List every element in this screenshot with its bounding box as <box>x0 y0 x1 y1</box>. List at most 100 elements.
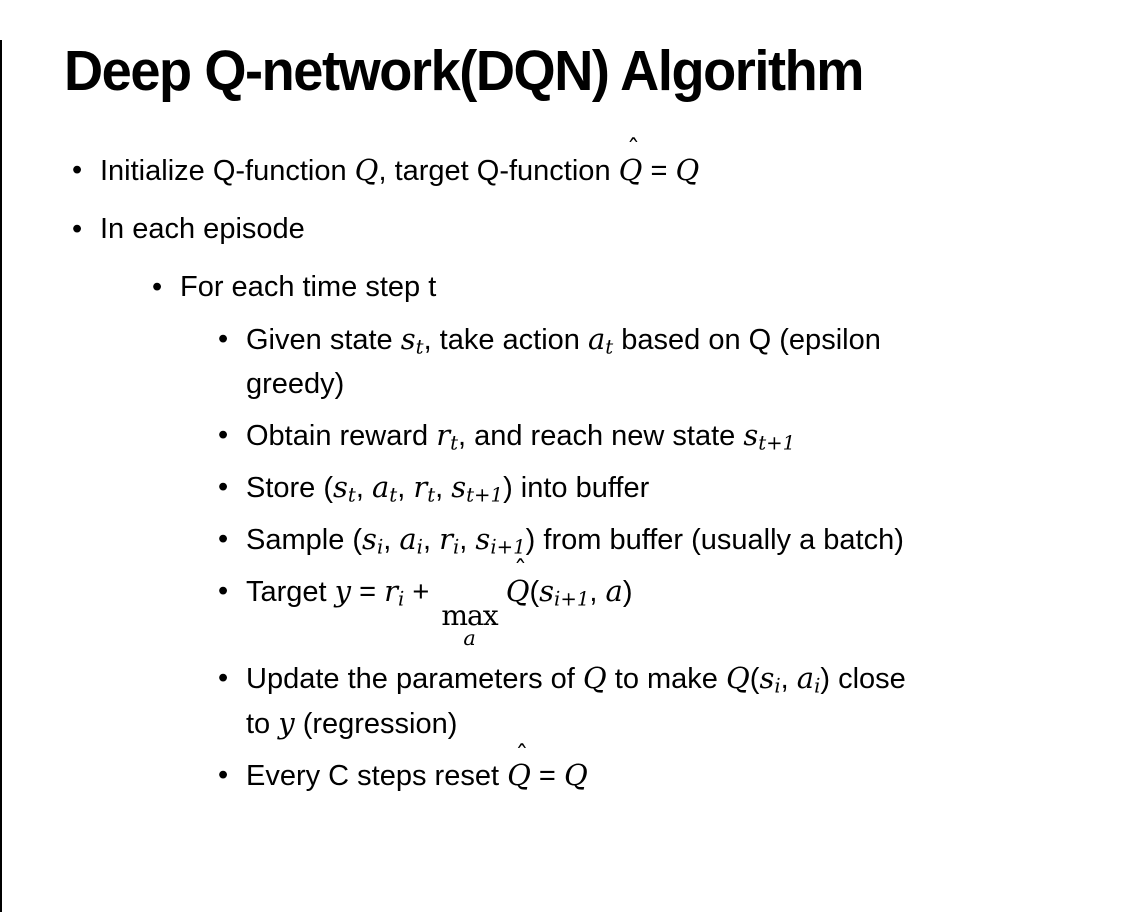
bullet-text: Initialize Q-function Q, target Q-functi… <box>100 135 1114 193</box>
bullet-item-level-3: • Sample (si, ai, ri, si+1) from buffer (… <box>218 517 1114 562</box>
bullet-icon: • <box>218 418 229 451</box>
subscript: t+1 <box>466 483 504 507</box>
max-operator-subscript: a <box>463 626 476 651</box>
text-segment: In each episode <box>100 212 305 245</box>
bullet-icon: • <box>218 522 229 555</box>
math-variable-subscript: rt <box>436 417 458 455</box>
math-variable: Q <box>725 661 750 696</box>
math-variable-subscript: si+1 <box>539 573 590 611</box>
text-segment: = <box>530 760 564 793</box>
math-variable-subscript: at <box>371 469 398 507</box>
text-segment: , <box>589 575 606 608</box>
hat-accent-icon: ˆ <box>515 740 529 771</box>
text-segment: , <box>355 471 372 504</box>
text-segment: based on Q (epsilon <box>613 323 881 356</box>
text-segment: ) into buffer <box>503 471 650 504</box>
text-segment: ) close <box>820 663 906 696</box>
bullet-icon: • <box>218 322 229 355</box>
slide-title: Deep Q-network(DQN) Algorithm <box>64 39 864 103</box>
text-segment: = <box>642 154 676 187</box>
text-segment: greedy) <box>246 367 345 400</box>
bullet-text: For each time step t <box>180 265 1114 309</box>
subscript: t <box>415 335 424 359</box>
bullet-item-level-1: •Initialize Q-function Q, target Q-funct… <box>72 135 1114 193</box>
bullet-item-level-1: •In each episode <box>72 207 1114 251</box>
text-segment: Sample ( <box>246 523 363 556</box>
math-variable-subscript: ri <box>439 521 460 559</box>
math-variable-subscript: si <box>362 521 384 559</box>
math-variable: Q <box>563 758 588 793</box>
bullet-item-level-2: • For each time step t <box>152 265 1114 309</box>
text-segment: Store ( <box>246 471 334 504</box>
text-segment: , <box>422 523 440 556</box>
text-segment: Update the parameters of <box>246 663 583 696</box>
bullet-item-level-3: •Store (st, at, rt, st+1) into buffer <box>218 465 1114 510</box>
text-segment: Target <box>246 575 335 608</box>
subscript: t <box>389 483 398 507</box>
hat-accent-icon: ˆ <box>626 135 640 166</box>
text-segment: (regression) <box>294 708 458 741</box>
bullet-text: Sample (si, ai, ri, si+1) from buffer (u… <box>246 517 1114 562</box>
bullet-item-level-3: • Obtain reward rt, and reach new state s… <box>218 413 1114 458</box>
math-variable: Q <box>354 152 379 187</box>
bullet-icon: • <box>72 153 83 186</box>
text-segment: Initialize Q-function <box>100 154 355 187</box>
text-segment: , target Q-function <box>378 154 619 187</box>
text-segment: For each time step t <box>180 270 437 303</box>
bullet-icon: • <box>218 759 229 792</box>
math-variable: a <box>605 573 623 608</box>
slide: Deep Q-network(DQN) Algorithm • Initializ… <box>0 39 1124 912</box>
math-variable-subscript: ai <box>796 661 821 698</box>
math-variable-subscript: st+1 <box>743 417 796 455</box>
text-segment: = <box>351 575 385 608</box>
subscript: t <box>347 483 356 507</box>
bullet-icon: • <box>218 574 229 607</box>
math-variable-subscript: st <box>333 469 356 507</box>
bullet-icon: • <box>218 662 229 695</box>
text-segment: ) <box>622 575 633 608</box>
subscript: i <box>452 535 460 559</box>
text-segment: , <box>397 471 414 504</box>
max-operator-name: max <box>441 598 498 632</box>
text-segment: , and reach new state <box>458 419 744 452</box>
text-segment: Every C steps reset <box>246 760 508 793</box>
subscript: i <box>398 587 405 611</box>
subscript: t <box>427 483 436 507</box>
bullet-icon: • <box>152 270 163 303</box>
subscript: i <box>774 674 781 698</box>
text-segment: ( <box>749 663 760 696</box>
math-variable-subscript: rt <box>413 469 436 507</box>
text-segment: , take action <box>423 323 588 356</box>
math-variable-subscript: at <box>588 321 614 359</box>
subscript: t <box>605 335 614 359</box>
math-variable-subscript: si <box>759 661 781 698</box>
text-segment: , <box>780 663 797 696</box>
bullet-item-level-3: • Given state st, take action at based on… <box>218 317 1114 406</box>
subscript: i+1 <box>554 587 590 611</box>
text-segment: ( <box>529 575 540 608</box>
math-variable: y <box>334 573 352 608</box>
math-variable: Q <box>582 661 607 696</box>
subscript: t+1 <box>758 431 796 455</box>
text-segment: Obtain reward <box>246 419 437 452</box>
bullet-text: Update the parameters of Q to make Q(si,… <box>246 656 1114 746</box>
text-segment: , <box>383 523 400 556</box>
bullet-text: Given state st, take action at based on … <box>246 317 1114 406</box>
math-variable-subscript: ai <box>399 521 423 559</box>
page: { "slide": { "title": "Deep Q-network(DQ… <box>0 39 1124 912</box>
math-variable-subscript: st+1 <box>451 469 504 507</box>
text-segment: to <box>246 708 279 741</box>
bullet-item-level-3: • Update the parameters of Q to make Q(si… <box>218 656 1114 746</box>
text-segment: , <box>435 471 452 504</box>
math-variable: Q <box>675 152 700 187</box>
math-variable: y <box>278 706 295 741</box>
hat-accent-icon: ˆ <box>513 556 527 587</box>
